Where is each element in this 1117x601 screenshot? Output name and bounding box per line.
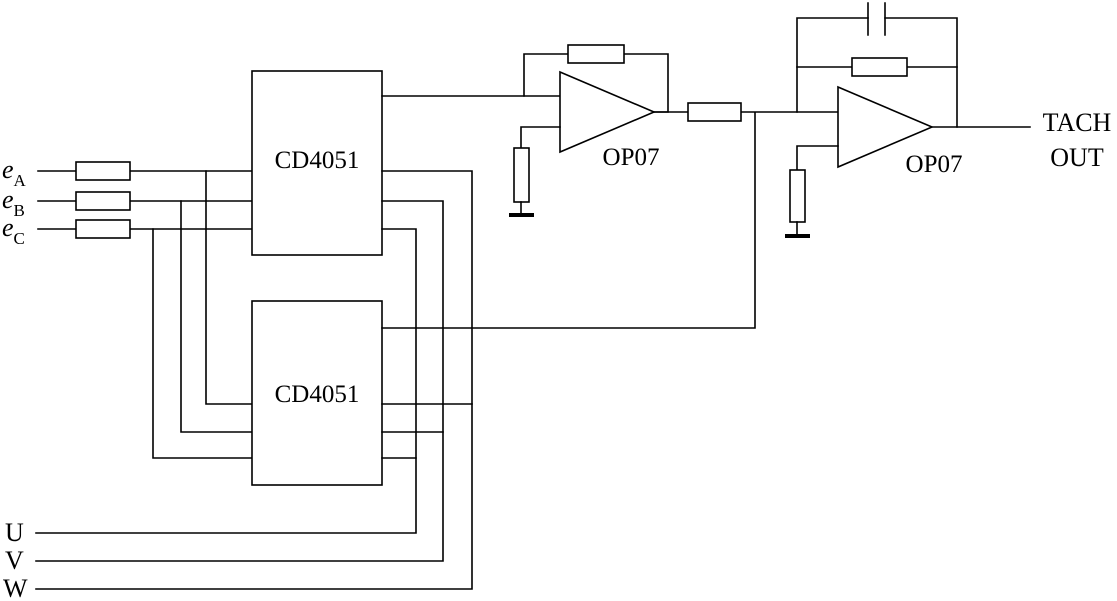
feedback-resistor-2 [851,57,908,77]
input-label-ea: eA [2,155,27,190]
phase-label-v: V [5,546,24,575]
output-label-line2: OUT [1050,143,1104,172]
ground-resistor-2 [789,169,806,223]
coupling-resistor [687,102,742,122]
mux-lower [251,300,383,486]
input-label-eb: eB [2,185,25,220]
phase-label-w: W [3,574,28,601]
input-label-ec: eC [2,213,25,248]
phase-label-u: U [5,518,24,547]
opamp-2-label: OP07 [906,151,963,178]
input-resistor-b [75,191,131,211]
lower-mux-output-wire [381,112,756,329]
input-resistor-c [75,219,131,239]
phase-lines [35,170,473,590]
opamp-1-label: OP07 [603,144,660,171]
mux-upper [251,70,383,256]
opamp-2-symbol [837,85,935,169]
ground-resistor-1 [513,147,530,203]
opamp-stage-2 [785,2,1031,238]
output-label-line1: TACH [1043,108,1112,137]
feedback-resistor-1 [567,44,625,64]
input-network [37,161,253,459]
input-resistor-a [75,161,131,181]
opamp-1-symbol [559,70,657,154]
opamp-stage-1 [381,44,839,217]
mux-upper-label: CD4051 [275,147,360,174]
mux-lower-label: CD4051 [275,381,360,408]
